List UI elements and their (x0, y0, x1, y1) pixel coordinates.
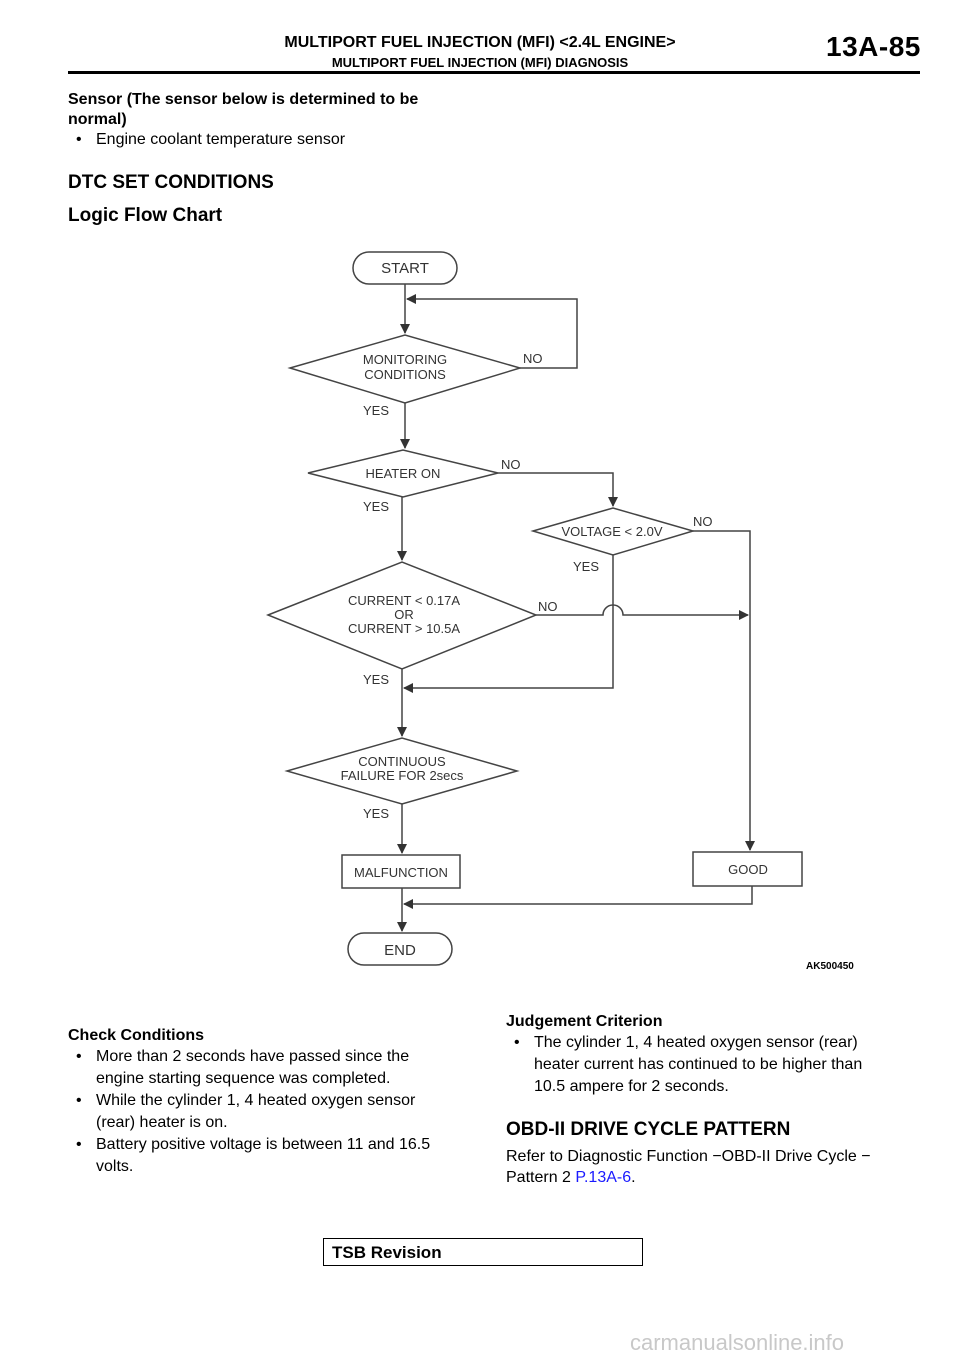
intro-line-1: Sensor (The sensor below is determined t… (68, 91, 419, 108)
flow-heading: Logic Flow Chart (68, 205, 223, 226)
continuous-yes-label: YES (363, 806, 389, 821)
page-reference-link[interactable]: P.13A-6 (575, 1169, 632, 1186)
monitoring-label-1: MONITORING (363, 352, 447, 367)
obd-heading: OBD-II DRIVE CYCLE PATTERN (506, 1119, 791, 1140)
current-label-1: CURRENT < 0.17A (348, 593, 460, 608)
check-item: While the cylinder 1, 4 heated oxygen se… (68, 1090, 488, 1134)
figure-id: AK500450 (806, 961, 854, 972)
continuous-label-2: FAILURE FOR 2secs (341, 768, 464, 783)
current-label-2: OR (394, 607, 414, 622)
judgement-list: The cylinder 1, 4 heated oxygen sensor (… (506, 1032, 926, 1098)
voltage-label: VOLTAGE < 2.0V (561, 524, 662, 539)
watermark: carmanualsonline.info (630, 1330, 845, 1355)
check-list: More than 2 seconds have passed since th… (68, 1046, 488, 1178)
voltage-no-line (693, 530, 755, 851)
judgement-title: Judgement Criterion (506, 1013, 663, 1030)
tsb-revision-label: TSB Revision (332, 1243, 442, 1262)
tsb-revision-box: TSB Revision (323, 1238, 643, 1266)
page-header-subtitle: MULTIPORT FUEL INJECTION (MFI) DIAGNOSIS (331, 55, 629, 70)
continuous-label-1: CONTINUOUS (358, 754, 446, 769)
heater-yes-label: YES (363, 499, 389, 514)
check-item: Battery positive voltage is between 11 a… (68, 1134, 488, 1178)
monitoring-label-2: CONDITIONS (364, 367, 446, 382)
good-box (692, 851, 803, 887)
current-no-label: NO (538, 599, 558, 614)
heater-no-line (498, 472, 618, 507)
current-no-line (536, 604, 749, 620)
current-label-3: CURRENT > 10.5A (348, 621, 460, 636)
monitoring-yes-label: YES (363, 403, 389, 418)
page-number: 13A-85 (826, 31, 921, 62)
header-rule (68, 71, 920, 74)
good-label: GOOD (728, 862, 768, 877)
obd-line-1: Refer to Diagnostic Function −OBD-II Dri… (506, 1148, 871, 1165)
decision-continuous (284, 737, 520, 805)
check-item: More than 2 seconds have passed since th… (68, 1046, 488, 1090)
voltage-yes-line (403, 555, 614, 693)
good-to-end (403, 886, 753, 909)
heater-no-label: NO (501, 457, 521, 472)
intro-list: Engine coolant temperature sensor (68, 129, 488, 151)
end-label: END (384, 942, 416, 959)
logic-flow-chart: START MONITORING CONDITIONS HEATER ON VO… (265, 251, 854, 972)
check-title: Check Conditions (68, 1027, 205, 1044)
heater-label: HEATER ON (366, 466, 441, 481)
intro-bullet: Engine coolant temperature sensor (68, 129, 488, 151)
voltage-no-label: NO (693, 514, 713, 529)
monitoring-no-label: NO (523, 351, 543, 366)
intro-line-2: normal) (68, 111, 127, 128)
voltage-yes-label: YES (573, 559, 599, 574)
end-terminal (347, 932, 453, 966)
dtc-heading: DTC SET CONDITIONS (68, 172, 274, 193)
monitoring-no-loop (406, 294, 578, 369)
malfunction-box (341, 854, 461, 889)
judgement-item: The cylinder 1, 4 heated oxygen sensor (… (506, 1032, 926, 1098)
page-header-title: MULTIPORT FUEL INJECTION (MFI) <2.4L ENG… (284, 34, 676, 51)
malfunction-label: MALFUNCTION (354, 865, 448, 880)
obd-line-2: Pattern 2 P.13A-6. (506, 1169, 636, 1186)
current-yes-label: YES (363, 672, 389, 687)
start-label: START (381, 260, 429, 277)
